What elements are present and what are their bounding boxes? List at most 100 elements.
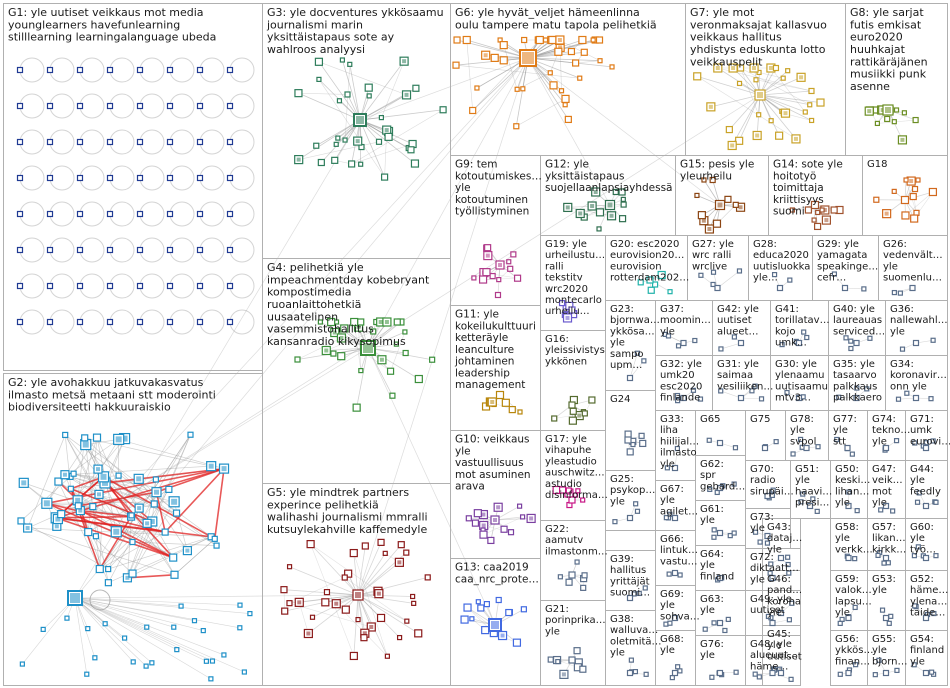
node [664, 465, 670, 471]
edge [132, 434, 191, 574]
highlight-edge [104, 467, 225, 484]
node [590, 37, 596, 43]
node [854, 508, 860, 514]
hub-node [922, 614, 930, 622]
node [718, 346, 724, 352]
node [752, 383, 758, 389]
node [899, 346, 906, 352]
node-avatar [755, 133, 760, 138]
edge [310, 543, 359, 596]
self-loop-edge [229, 165, 255, 191]
node [484, 244, 492, 252]
group-label-g34: G34:koronavir…onn yle [890, 359, 947, 392]
node-avatar [885, 107, 891, 113]
node-avatar [21, 480, 27, 486]
self-loop-edge [169, 165, 195, 191]
cross-group-edge [119, 347, 369, 501]
hub-node [671, 614, 679, 622]
isolate-node [16, 318, 24, 326]
node [516, 503, 523, 509]
node [572, 59, 580, 67]
node [535, 35, 544, 45]
node [884, 115, 891, 123]
node [54, 477, 63, 486]
node [414, 374, 423, 384]
node [463, 603, 472, 612]
isolate-node [196, 102, 204, 110]
edge [64, 434, 217, 546]
self-loop-edge [139, 129, 165, 155]
hub-node [716, 669, 724, 677]
node [174, 647, 180, 653]
node [384, 132, 393, 141]
self-loop-edge [169, 237, 195, 263]
node [753, 77, 759, 83]
group-label-g74: G74:tekno…yle [872, 414, 910, 447]
node [677, 668, 683, 674]
node [810, 496, 816, 502]
isolate-node [136, 282, 144, 290]
node [588, 396, 596, 404]
edge [326, 331, 374, 351]
node [779, 341, 785, 348]
self-loop-edge [79, 129, 105, 155]
isolate-node [166, 102, 174, 110]
edge [283, 589, 359, 596]
node [171, 624, 177, 630]
node-avatar [324, 348, 329, 353]
edge [289, 602, 372, 628]
node-avatar [485, 253, 490, 258]
self-loop-edge [199, 57, 225, 83]
edge [357, 553, 386, 596]
node-avatar [900, 137, 905, 142]
edge [342, 59, 361, 121]
node [19, 661, 25, 667]
self-loop-edge [139, 309, 165, 335]
node [872, 672, 878, 678]
node [698, 272, 704, 278]
node [663, 515, 669, 521]
node [768, 561, 774, 567]
group-label-g36: G36:nallewahl…yle [890, 304, 948, 337]
node [785, 561, 791, 568]
self-loop-edge [49, 165, 75, 191]
node [355, 616, 361, 623]
node [122, 635, 128, 641]
edge [697, 76, 797, 140]
node [370, 328, 377, 335]
node [804, 206, 813, 214]
node [836, 394, 842, 400]
node [568, 416, 577, 425]
node-avatar [332, 330, 337, 335]
node-avatar [493, 518, 497, 522]
cross-group-edge [367, 57, 529, 349]
self-loop-edge [49, 309, 75, 335]
node [150, 500, 158, 508]
node [404, 618, 410, 624]
edge [559, 40, 601, 61]
edge [755, 79, 812, 92]
edge [740, 397, 762, 400]
node [620, 196, 626, 202]
edge [390, 331, 406, 372]
node [580, 48, 588, 56]
isolate-node [166, 210, 174, 218]
node [389, 392, 396, 399]
self-loop-edge [199, 273, 225, 299]
edge [359, 60, 405, 121]
isolate-node [136, 138, 144, 146]
node [854, 385, 860, 391]
isolate-node [136, 174, 144, 182]
edge [298, 119, 361, 160]
node [837, 620, 843, 626]
node-avatar [334, 601, 339, 606]
self-loop-edge [19, 273, 45, 299]
self-loop-edge [229, 201, 255, 227]
self-loop-edge [79, 273, 105, 299]
